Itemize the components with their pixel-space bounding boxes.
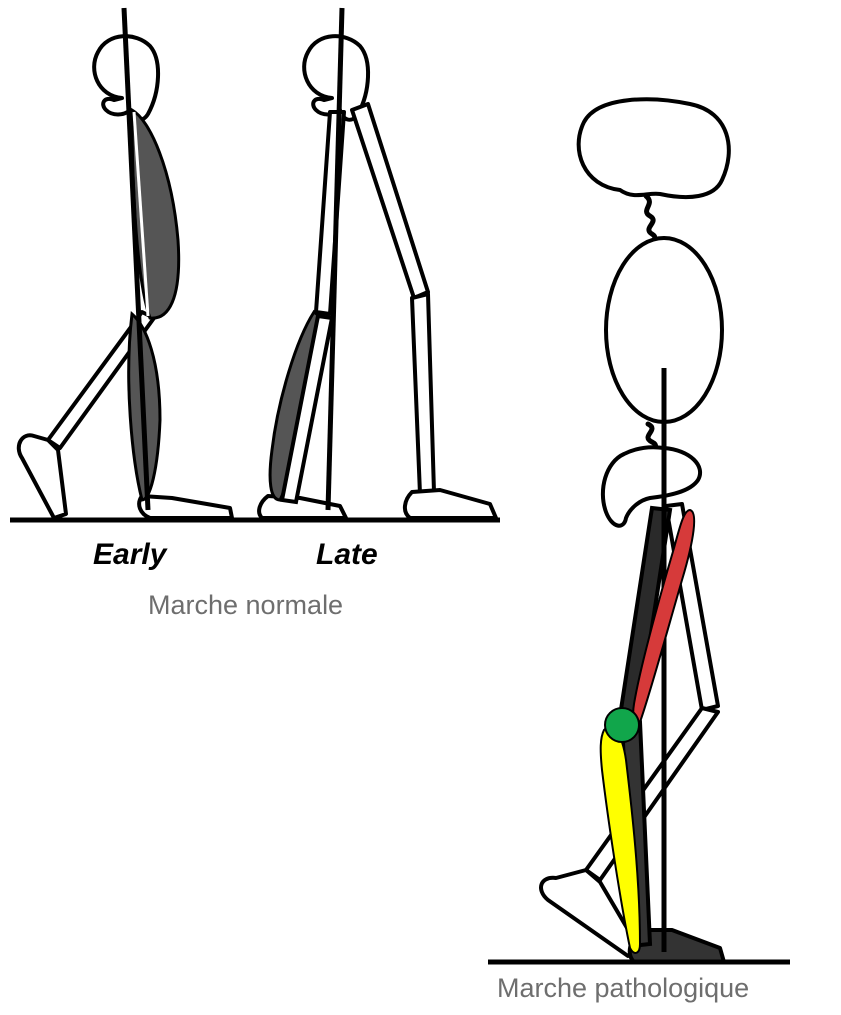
late-stance-foot [259, 496, 346, 518]
late-swing-foot [405, 490, 496, 518]
normal-gait-caption: Marche normale [148, 592, 343, 619]
knee-joint-marker [605, 708, 639, 742]
early-front-foot [139, 496, 232, 518]
late-label: Late [316, 540, 378, 570]
late-muscles [270, 312, 332, 502]
late-swing-shank [412, 294, 434, 494]
patho-head [579, 99, 729, 197]
early-stance-figure [19, 36, 232, 518]
late-swing-thigh [352, 104, 428, 298]
early-label: Early [93, 540, 166, 570]
pathological-gait-caption: Marche pathologique [497, 975, 749, 1002]
